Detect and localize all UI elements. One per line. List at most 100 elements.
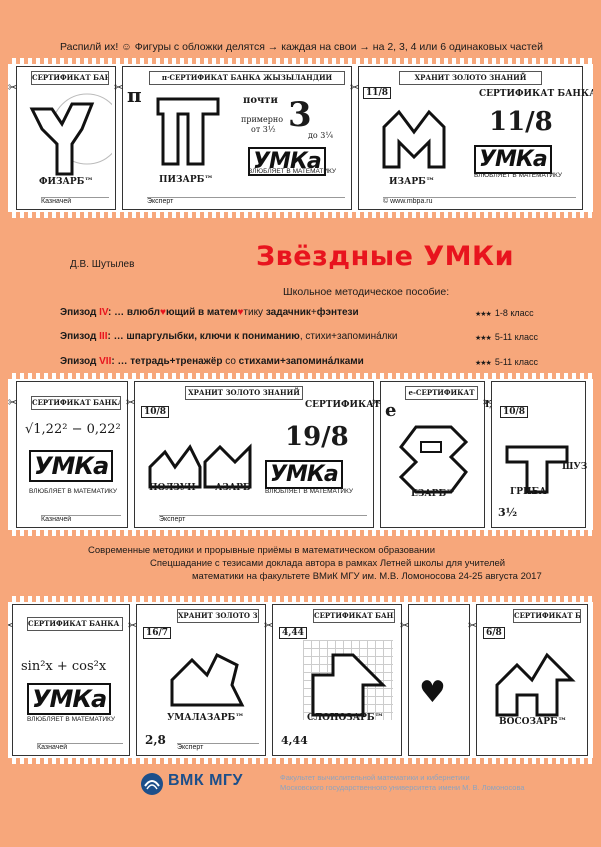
- episode-grade: ★★★1-8 класс: [475, 308, 534, 318]
- banknote-card: ✂ 4,44 СЕРТИФИКАТ БАНКА СЛОНОЗАРБ™ 4,44: [264, 604, 402, 756]
- math-expression: sin²x + cos²x: [21, 659, 107, 674]
- scissors-icon: ✂: [8, 82, 18, 94]
- episode-grade: ★★★5-11 класс: [475, 332, 538, 342]
- info-line: Спецшадание с тезисами доклада автора в …: [150, 558, 506, 569]
- perforation: [8, 596, 593, 602]
- banknote-band-middle: ✂ СЕРТИФИКАТ БАНКА ЖЫЗЫЛАНДИИ √1,22² − 0…: [8, 373, 593, 536]
- slogan: ВЛЮБЛЯЕТ В МАТЕМАТИКУ: [265, 488, 353, 495]
- info-line: математики на факультете ВМиК МГУ им. М.…: [192, 571, 542, 582]
- card-name: ИЗАРБ™: [389, 177, 435, 187]
- scissors-icon: ✂: [264, 620, 274, 632]
- card-header: СЕРТИФИКАТ БАНКА: [513, 609, 581, 623]
- perforation: [8, 212, 593, 218]
- card-name: УМАЛАЗАРБ™: [167, 713, 245, 723]
- range-from: от 3½: [251, 125, 276, 134]
- tangram-figure: [382, 109, 446, 169]
- card-footer: Казначей: [41, 515, 121, 523]
- value-label: 3½: [498, 506, 518, 519]
- card-name: ПИЗАРБ™: [159, 175, 214, 185]
- episode-line: Эпизод VII: … тетрадь+тренажёр со стихам…: [60, 356, 364, 367]
- card-footer: Казначей: [37, 743, 123, 751]
- scissors-icon: ✂: [350, 82, 360, 94]
- big-number: 3: [288, 95, 312, 135]
- scissors-icon: ✂: [468, 620, 478, 632]
- umk-logo: УМКа: [248, 147, 327, 176]
- episode-line: Эпизод IV: … влюбл♥ющий в матем♥тику зад…: [60, 307, 359, 318]
- big-number: 19/8: [285, 422, 349, 452]
- card-footer: Эксперт: [159, 515, 367, 523]
- card-header: π·СЕРТИФИКАТ БАНКА ЖЫЗЫЛАНДИИ: [149, 71, 345, 85]
- tangram-figure: [311, 653, 387, 717]
- tangram-figure: [170, 652, 245, 707]
- heart-icon: ♥: [419, 675, 446, 710]
- card-name: ФИЗАРБ™: [39, 177, 94, 187]
- banknote-card: ✂ 16/7 ХРАНИТ ЗОЛОТО ЗНАНИЙ УМАЛАЗАРБ™ 2…: [128, 604, 266, 756]
- card-header: e-СЕРТИФИКАТ: [405, 386, 478, 400]
- value-label: 4,44: [281, 734, 308, 747]
- umk-logo: УМКа: [29, 450, 114, 482]
- card-header: ХРАНИТ ЗОЛОТО ЗНАНИЙ: [185, 386, 303, 400]
- scissors-icon: ✂: [126, 397, 136, 409]
- scissors-icon: ✂: [400, 620, 410, 632]
- scissors-icon: ✂: [114, 82, 124, 94]
- tangram-figure: [495, 652, 576, 717]
- page-title: Звёздные УМКи: [256, 241, 515, 272]
- banknote-card: ✂ e e-СЕРТИФИКАТ ЕЗАРБ™: [372, 381, 485, 528]
- card-name: ЕЗАРБ™: [411, 489, 456, 499]
- card-name: СЛОНОЗАРБ™: [307, 713, 384, 723]
- info-line: Современные методики и прорывные приёмы …: [88, 545, 436, 556]
- slogan: ВЛЮБЛЯЕТ В МАТЕМАТИКУ: [29, 488, 117, 495]
- card-number: 11/8: [363, 87, 392, 99]
- banknote-card: ✂ 10/8 ГРИБА ШУЗ 3½: [483, 381, 587, 528]
- card-number: 4,44: [279, 627, 307, 639]
- range-to: до 3¼: [308, 131, 334, 140]
- scissors-icon: ✂: [8, 397, 18, 409]
- banknote-card: ✂ СЕРТИФИКАТ БАНКА ЖЫЗЫЛАНДИИ √1,22² − 0…: [8, 381, 128, 528]
- banknote-card: ✂ ♥: [400, 604, 470, 756]
- math-expression: √1,22² − 0,22²: [25, 422, 121, 437]
- card-footer: Эксперт: [177, 743, 259, 751]
- umk-logo: УМКа: [474, 145, 553, 174]
- card-number: 6/8: [483, 627, 505, 639]
- card-header: СЕРТИФИКАТ БАНКА ЖЫЗЫЛАНДИИ: [31, 396, 121, 410]
- almost-label: почти: [243, 95, 278, 106]
- card-number: 10/8: [141, 406, 170, 418]
- banknote-card: ✂ СЕРТИФИКАТ БАНКА ЖЫЗЫЛАНДИИ ФИЗАРБ™ Ка…: [8, 66, 116, 210]
- big-number: 11/8: [489, 107, 553, 137]
- banknote-card: ✂ СЕРТИФИКАТ БАНКА ЖЫЗЫЛАНДИИ sin²x + co…: [8, 604, 130, 756]
- card-header: СЕРТИФИКАТ БАНКА ЖЫЗЫЛАНДИИ: [31, 71, 109, 85]
- approx-label: примерно: [241, 115, 284, 124]
- banknote-band-top: ✂ СЕРТИФИКАТ БАНКА ЖЫЗЫЛАНДИИ ФИЗАРБ™ Ка…: [8, 58, 593, 218]
- tangram-figure: [505, 445, 569, 494]
- card-name: ГРИБА: [510, 487, 547, 497]
- card-number: 16/7: [143, 627, 172, 639]
- card-header: СЕРТИФИКАТ БАНКА: [313, 609, 395, 623]
- perforation: [8, 758, 593, 764]
- msu-logo-icon: [141, 773, 163, 795]
- banknote-card: ✂ 6/8 СЕРТИФИКАТ БАНКА ВОСОЗАРБ™: [468, 604, 588, 756]
- slogan: ВЛЮБЛЯЕТ В МАТЕМАТИКУ: [474, 172, 562, 179]
- episode-grade: ★★★5-11 класс: [475, 357, 538, 367]
- tangram-figure: [156, 97, 220, 166]
- perforation: [8, 373, 593, 379]
- banknote-card: ✂ 10/8 ХРАНИТ ЗОЛОТО ЗНАНИЙ СЕРТИФИКАТ Б…: [126, 381, 514, 528]
- tangram-figure: [148, 443, 252, 489]
- card-header: СЕРТИФИКАТ БАНКА ЖЫЗЫЛАНДИИ: [27, 617, 123, 631]
- umk-logo: УМКа: [265, 460, 344, 489]
- card-footer: Казначей: [41, 197, 109, 205]
- scissors-icon: ✂: [483, 397, 493, 409]
- card-footer: Эксперт: [147, 197, 345, 205]
- tangram-figure: [398, 425, 469, 494]
- author-name: Д.В. Шутылев: [70, 259, 135, 270]
- slogan: ВЛЮБЛЯЕТ В МАТЕМАТИКУ: [248, 168, 336, 175]
- banknote-card: ✂ 11/8 ХРАНИТ ЗОЛОТО ЗНАНИЙ СЕРТИФИКАТ Б…: [350, 66, 593, 210]
- pi-symbol: π: [127, 83, 142, 107]
- perforation: [8, 58, 593, 64]
- logo-text: ВМК МГУ: [168, 772, 243, 789]
- card-name: ВОСОЗАРБ™: [499, 717, 567, 727]
- subtitle: Школьное методическое пособие:: [283, 286, 450, 298]
- e-symbol: e: [385, 400, 397, 421]
- card-header: ХРАНИТ ЗОЛОТО ЗНАНИЙ: [399, 71, 542, 85]
- card-footer: © www.mbpa.ru: [383, 197, 576, 205]
- episode-line: Эпизод III: … шпаргулыбки, ключи к поним…: [60, 331, 398, 342]
